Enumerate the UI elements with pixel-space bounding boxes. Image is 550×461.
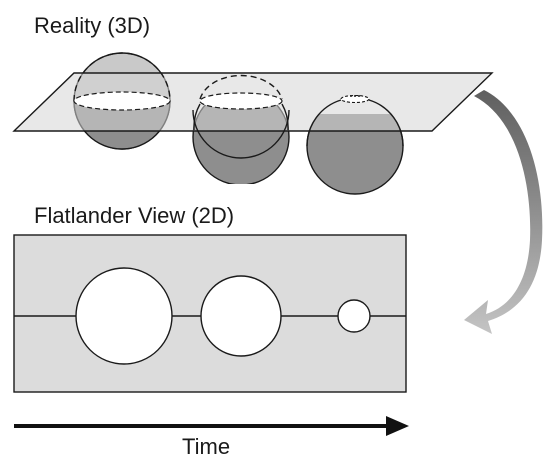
sphere-small-outline [306,99,404,147]
flatland-panel [13,234,407,393]
flatlander-view-title: Flatlander View (2D) [34,203,234,228]
cross-section-small [337,299,371,333]
sphere-large-upper [73,52,171,111]
sphere-medium-outline [192,103,290,159]
time-arrow [14,416,409,436]
time-label: Time [182,434,230,459]
sphere-small-upper [340,94,370,104]
cross-section-large [75,267,173,365]
sphere-medium-upper [199,74,283,110]
time-arrow-head [386,416,409,436]
cross-section-medium [200,275,282,357]
curved-transition-arrow [464,90,543,334]
reality-3d-title: Reality (3D) [34,13,150,38]
